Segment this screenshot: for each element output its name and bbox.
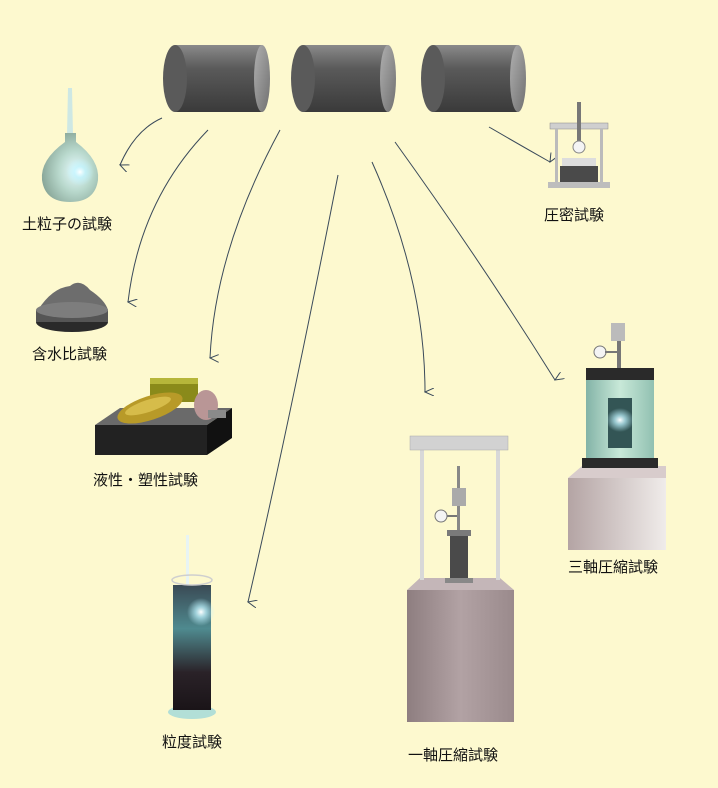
arrow-water [128, 129, 209, 302]
arrow-compaction [488, 126, 550, 162]
label-grain-size-test: 粒度試験 [162, 733, 223, 751]
unconfined-compression-apparatus-icon [407, 435, 514, 722]
flask-icon [41, 88, 99, 202]
hydrometer-cylinder-icon [168, 535, 216, 719]
specimen-2 [291, 45, 396, 112]
specimen-1 [163, 45, 270, 112]
triaxial-apparatus-icon [568, 323, 666, 550]
arrow-particle [120, 117, 163, 165]
arrow-unconfined [371, 161, 425, 392]
arrow-triaxial [394, 141, 555, 380]
label-plasticity-test: 液性・塑性試験 [93, 471, 199, 489]
label-unconfined-test: 一軸圧縮試験 [408, 746, 499, 764]
label-water-content-test: 含水比試験 [32, 345, 108, 363]
arrows [120, 117, 555, 602]
specimen-3 [421, 45, 526, 112]
label-particle-test: 土粒子の試験 [22, 215, 113, 233]
consolidation-apparatus-icon [548, 102, 610, 188]
casagrande-apparatus-icon [95, 378, 232, 455]
arrow-grain [248, 174, 339, 602]
moisture-dish-icon [36, 282, 108, 332]
label-triaxial-test: 三軸圧縮試験 [568, 558, 659, 576]
arrow-plasticity [210, 129, 281, 358]
label-compaction-test: 圧密試験 [544, 206, 605, 224]
